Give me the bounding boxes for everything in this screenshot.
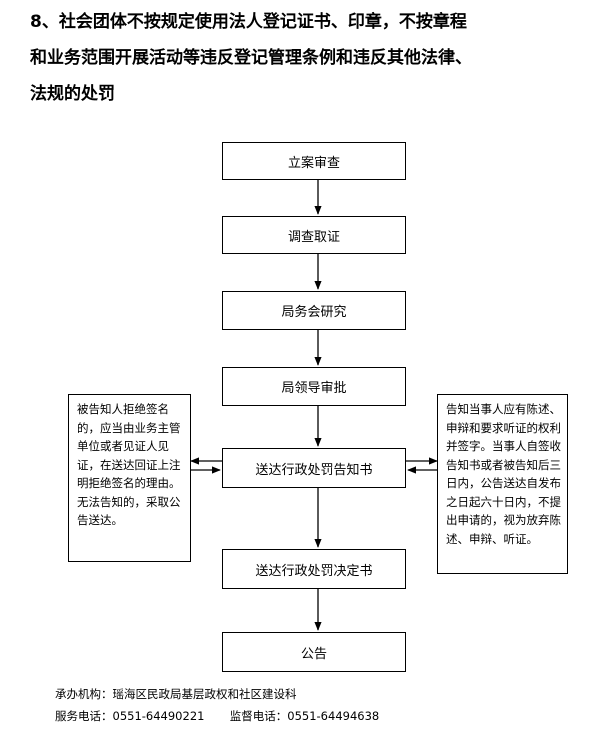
- supervise-phone: 监督电话：0551-64494638: [229, 709, 380, 723]
- right-note-text: 告知当事人应有陈述、申辩和要求听证的权利并签字。当事人自签收告知书或者被告知后三…: [446, 402, 561, 546]
- step-leader-approval: 局领导审批: [222, 367, 406, 406]
- footer-phones: 服务电话：0551-64490221 监督电话：0551-64494638: [55, 708, 379, 724]
- title-line-2: 和业务范围开展活动等违反登记管理条例和违反其他法律、: [30, 48, 472, 68]
- step-bureau-meeting-label: 局务会研究: [281, 305, 347, 320]
- step-investigation-label: 调查取证: [287, 229, 340, 245]
- page-title: 8、社会团体不按规定使用法人登记证书、印章，不按章程 和业务范围开展活动等违反登…: [30, 4, 590, 112]
- step-penalty-notice-label: 送达行政处罚告知书: [255, 462, 373, 478]
- title-line-3: 法规的处罚: [30, 84, 115, 104]
- step-investigation: 调查取证: [222, 216, 406, 254]
- left-note: 被告知人拒绝签名的，应当由业务主管单位或者见证人见证，在送达回证上注明拒绝签名的…: [68, 394, 191, 562]
- title-line-1: 8、社会团体不按规定使用法人登记证书、印章，不按章程: [30, 12, 467, 32]
- step-announcement-label: 公告: [300, 646, 327, 662]
- step-bureau-meeting: 局务会研究: [222, 291, 406, 330]
- step-penalty-decision-label: 送达行政处罚决定书: [255, 563, 373, 579]
- step-leader-approval-label: 局领导审批: [281, 381, 347, 396]
- step-penalty-notice: 送达行政处罚告知书: [222, 448, 406, 488]
- step-case-review-label: 立案审查: [287, 155, 340, 171]
- service-phone: 服务电话：0551-64490221: [55, 709, 205, 723]
- footer-org: 承办机构：瑶海区民政局基层政权和社区建设科: [55, 686, 297, 702]
- step-case-review: 立案审查: [222, 142, 406, 180]
- left-note-text: 被告知人拒绝签名的，应当由业务主管单位或者见证人见证，在送达回证上注明拒绝签名的…: [77, 402, 181, 527]
- step-penalty-decision: 送达行政处罚决定书: [222, 549, 406, 589]
- step-announcement: 公告: [222, 632, 406, 672]
- footer-org-text: 承办机构：瑶海区民政局基层政权和社区建设科: [55, 687, 297, 701]
- right-note: 告知当事人应有陈述、申辩和要求听证的权利并签字。当事人自签收告知书或者被告知后三…: [437, 394, 568, 574]
